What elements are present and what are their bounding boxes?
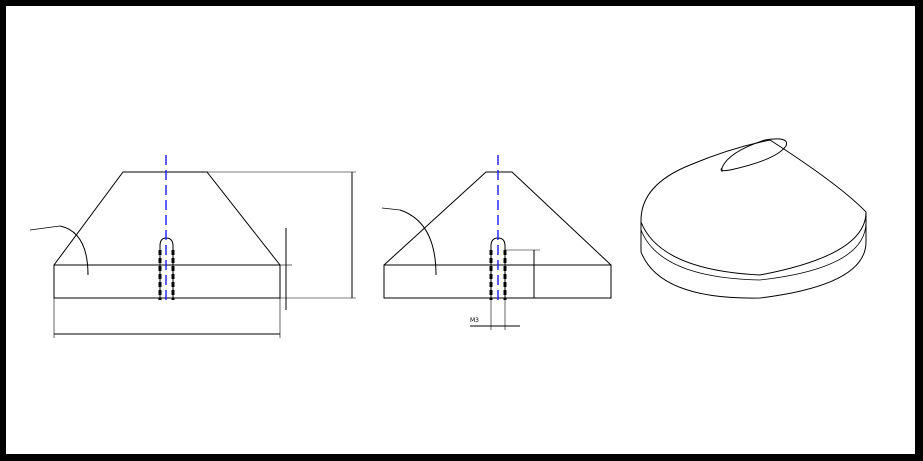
iso-apex-slot [720,138,788,172]
iso-view [640,138,867,299]
iso-base-band [640,212,867,299]
iso-top-outline [640,139,867,276]
side-view [381,171,612,330]
front-angle-arc [59,225,89,276]
front-view [29,171,356,338]
side-thread-label: M3 [470,317,479,324]
technical-drawing: M3 [29,138,867,338]
front-base-block [53,264,281,299]
drawing-sheet: M3 [6,6,915,454]
side-cone-outline [383,171,612,266]
front-cone-outline [53,171,281,266]
side-angle-arc [399,209,437,276]
